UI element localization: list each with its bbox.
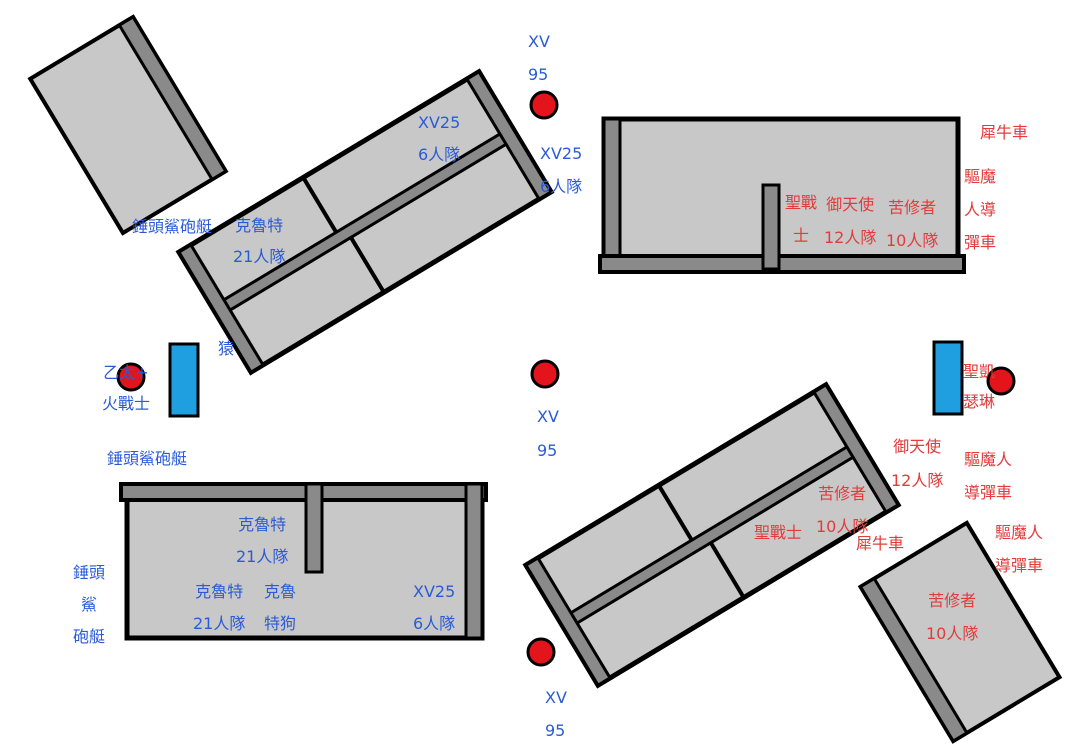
label-hammerhead-vertical: 錘頭 鯊 砲艇 xyxy=(73,563,106,646)
objective-marker-bottom xyxy=(526,637,556,667)
label-rhino-top-right: 犀牛車 xyxy=(980,123,1029,142)
label-ether-firewarrior: 乙太+ 火戰士 xyxy=(102,363,151,413)
label-kroot-b: 克魯特 21人隊 xyxy=(236,515,289,566)
building-top-left-large xyxy=(175,68,555,376)
label-exorcist-top-right: 驅魔 人導 彈車 xyxy=(964,167,997,252)
label-kroot-dog: 克魯 特狗 xyxy=(264,582,297,633)
label-kroot-a: 克魯特 21人隊 xyxy=(233,216,286,266)
objective-marker-top xyxy=(529,90,559,120)
building-bottom-left xyxy=(119,482,488,641)
building-bottom-right-large xyxy=(522,381,902,689)
label-penitent-top: 苦修者 10人隊 xyxy=(886,198,939,250)
label-kroot-c: 克魯特 21人隊 xyxy=(193,582,246,633)
label-rhino-bottom: 犀牛車 xyxy=(856,534,905,553)
label-xv95-bottom: XV 95 xyxy=(545,688,567,740)
objective-marker-left xyxy=(116,362,146,392)
label-exorcist-bottom-a: 驅魔人 導彈車 xyxy=(964,450,1013,502)
deployment-marker-right xyxy=(932,340,964,416)
label-holy-warrior-top: 聖戰 士 xyxy=(785,193,818,245)
building-top-right xyxy=(598,116,966,274)
label-penitent-bottom-b: 苦修者 10人隊 xyxy=(926,591,979,643)
deployment-marker-left xyxy=(168,342,200,418)
label-exorcist-bottom-b: 驅魔人 導彈車 xyxy=(995,523,1044,575)
label-xv25-a: XV25 6人隊 xyxy=(418,113,461,164)
label-penitent-bottom-a: 苦修者 10人隊 xyxy=(816,484,869,536)
building-bottom-right-small xyxy=(857,520,1063,744)
label-holy-warrior-bottom: 聖戰士 xyxy=(754,523,803,542)
label-celestine: 聖凱 瑟琳 xyxy=(963,362,996,411)
label-hammerhead-top-left: 錘頭鯊砲艇 xyxy=(132,217,213,236)
objective-marker-center xyxy=(530,359,560,389)
label-xv25-b: XV25 6人隊 xyxy=(540,144,583,196)
label-xv95-top: XV 95 xyxy=(528,32,550,84)
label-xv25-c: XV25 6人隊 xyxy=(413,582,456,633)
label-ape: 猿 xyxy=(218,339,235,358)
objective-marker-right xyxy=(986,366,1016,396)
label-seraphim-bottom: 御天使 12人隊 xyxy=(891,437,944,490)
building-top-left-small xyxy=(27,14,229,236)
label-seraphim-top: 御天使 12人隊 xyxy=(824,195,877,247)
label-xv95-mid: XV 95 xyxy=(537,407,559,460)
label-hammerhead-mid-left: 錘頭鯊砲艇 xyxy=(107,449,188,468)
